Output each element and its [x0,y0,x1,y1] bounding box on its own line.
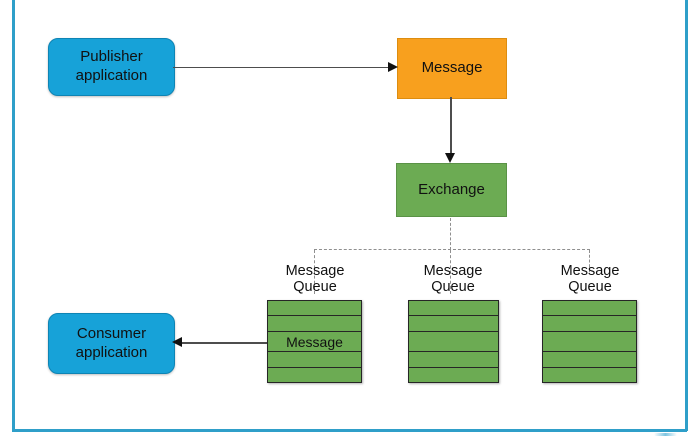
dashed-stub-queue-3 [589,250,590,272]
queue-slot [268,351,361,366]
dashed-stub-queue-1 [314,250,315,294]
arrowhead-right-icon [388,62,398,72]
queue-1-label: Message Queue [285,263,345,296]
frame-left-border [12,0,15,431]
dashed-spread-line [314,249,590,250]
queue-2-label: Message Queue [423,263,483,296]
queue-slot [543,351,636,366]
queue-slot [409,330,498,351]
consumer-application-node: Consumer application [48,313,175,374]
message-queue-3 [542,300,637,383]
arrowhead-down-icon [445,153,455,163]
queue-slot [409,301,498,315]
arrowhead-left-icon [172,337,182,347]
queue-slot [409,366,498,382]
message-to-exchange-line [450,97,452,155]
queue-slot [409,315,498,330]
queue-slot [543,315,636,330]
publisher-to-message-line [173,66,390,68]
queue-slot [268,301,361,315]
message-queue-2 [408,300,499,383]
queue-slot [543,366,636,382]
queue-slot [268,366,361,382]
queue-slot [268,315,361,330]
queue-3-label: Message Queue [560,263,620,296]
queue-message-slot: Message [268,330,361,351]
frame-right-border [685,0,688,431]
corner-artifact [654,433,677,436]
publisher-application-node: Publisher application [48,38,175,96]
exchange-dashed-drop-line [450,218,451,250]
message-queue-1: Message [267,300,362,383]
queue-slot [543,301,636,315]
exchange-node: Exchange [396,163,507,217]
queue-to-consumer-line [181,342,267,344]
queue-slot [409,351,498,366]
message-node: Message [397,38,507,99]
frame-bottom-border [12,429,687,432]
queue-slot [543,330,636,351]
dashed-stub-queue-2 [450,250,451,294]
